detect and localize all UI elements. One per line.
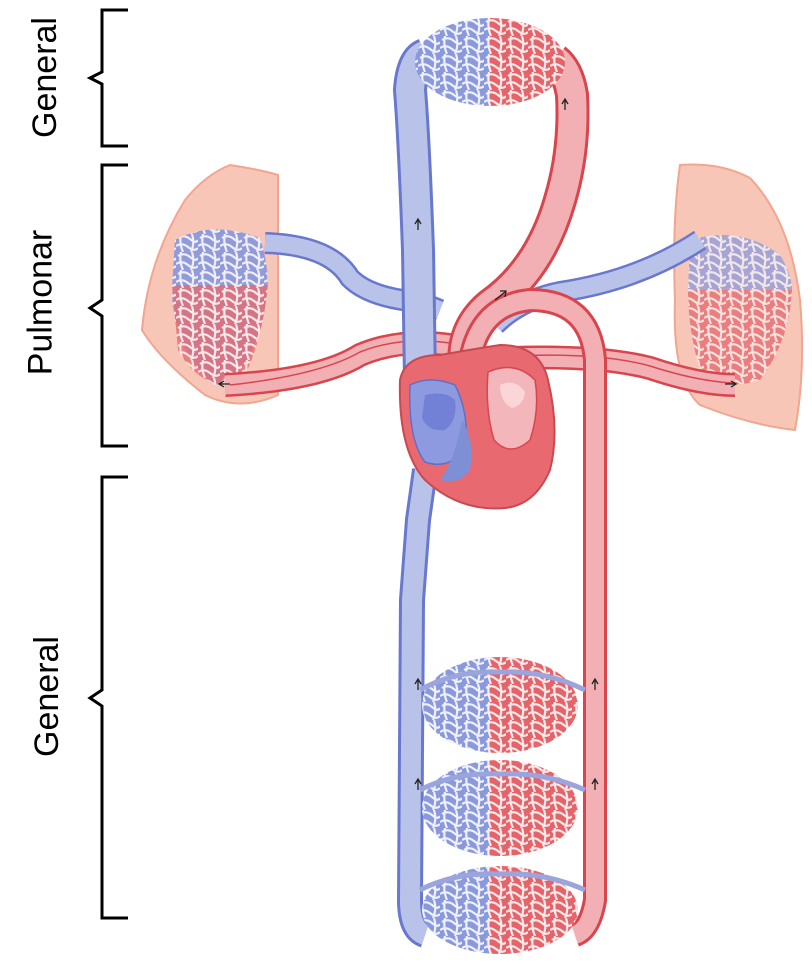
- capillary-bed-lower-3: [420, 866, 585, 954]
- bracket-bottom: [90, 477, 128, 918]
- label-general-bottom: General: [28, 636, 67, 757]
- bracket-middle: [90, 165, 128, 446]
- label-pulmonar: Pulmonar: [21, 230, 60, 376]
- capillary-bed-lower-1: [420, 657, 585, 753]
- bracket-top: [90, 10, 128, 146]
- label-general-top: General: [26, 17, 65, 138]
- capillary-bed-lower-2: [420, 760, 585, 856]
- capillary-bed-top: [415, 18, 565, 106]
- left-lung: [142, 165, 278, 404]
